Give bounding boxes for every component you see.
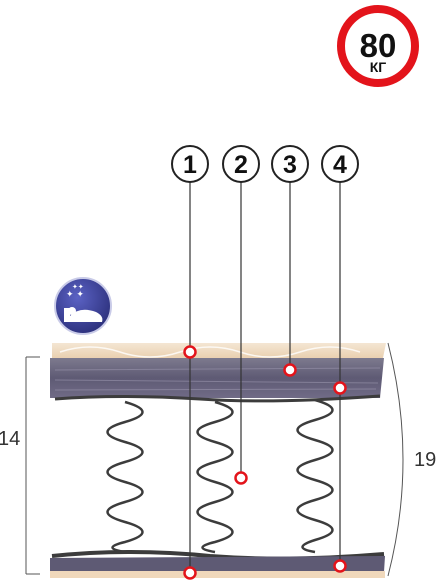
felt-layer-top: [50, 358, 384, 398]
cover-layer: [52, 343, 386, 359]
callout-4-label: 4: [333, 151, 347, 179]
spring-coil-3: [296, 398, 334, 554]
marker-1-top: [183, 345, 197, 359]
leader-lines: [189, 180, 341, 573]
bottom-layer: [50, 556, 385, 578]
height-right-label: 19: [414, 449, 436, 471]
callout-1: 1: [171, 145, 209, 183]
badge-ring: [337, 5, 419, 87]
callout-3: 3: [271, 145, 309, 183]
callout-2-label: 2: [234, 151, 248, 179]
badge-value: 80: [360, 27, 397, 64]
dimension-left: 14: [0, 356, 40, 575]
spring-block: [50, 394, 385, 561]
callout-4: 4: [321, 145, 359, 183]
spring-coil-2: [196, 400, 234, 554]
marker-2: [234, 471, 248, 485]
badge-unit: КГ: [370, 59, 387, 75]
marker-1-bottom: [183, 566, 197, 580]
callout-2: 2: [222, 145, 260, 183]
sleeping-person-icon: ✦ ✦ ✦✦: [54, 277, 112, 335]
dimension-right: 19: [387, 342, 436, 577]
svg-text:✦ ✦: ✦ ✦: [66, 290, 84, 300]
layer-callouts: 1 2 3 4: [171, 145, 359, 183]
load-badge: 80 КГ: [337, 5, 419, 87]
marker-3: [283, 363, 297, 377]
callout-3-label: 3: [283, 151, 297, 179]
height-left-label: 14: [0, 428, 20, 450]
svg-text:✦✦: ✦✦: [72, 283, 84, 291]
callout-1-label: 1: [183, 151, 197, 179]
marker-4-bottom: [333, 559, 347, 573]
spring-coil-1: [106, 400, 144, 554]
layer-markers: [183, 345, 347, 580]
marker-4-top: [333, 381, 347, 395]
